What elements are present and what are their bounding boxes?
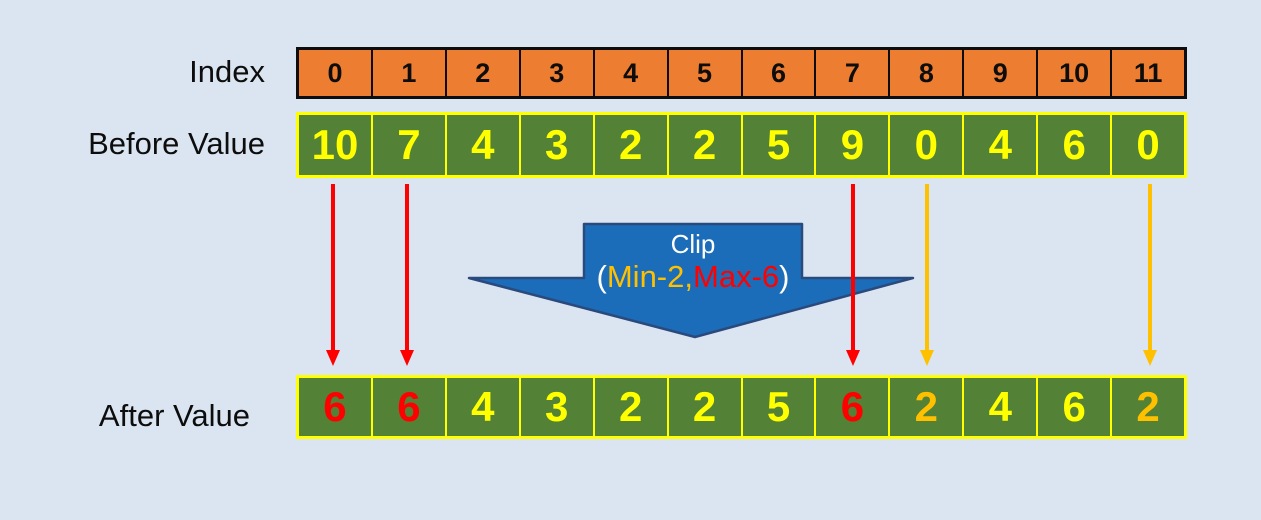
clip-down-arrow-shape	[467, 222, 915, 339]
before-value-cell: 9	[814, 115, 888, 175]
index-cell: 6	[740, 50, 815, 96]
before-value-cell: 4	[962, 115, 1036, 175]
before-value-cell: 3	[518, 115, 593, 175]
clip-label: Clip (Min-2,Max-6)	[533, 229, 853, 294]
value-mapping-arrow	[845, 184, 860, 366]
arrow-line	[331, 184, 336, 350]
arrow-line	[925, 184, 930, 350]
index-cell: 0	[327, 57, 343, 88]
arrow-head-icon	[920, 350, 935, 366]
index-cell: 7	[814, 50, 888, 96]
after-value-cell: 6	[1036, 378, 1110, 436]
arrow-head-icon	[326, 350, 341, 366]
index-cell: 10	[1036, 50, 1110, 96]
index-cell: 9	[962, 50, 1036, 96]
before-value-cell: 0	[1110, 115, 1184, 175]
value-mapping-arrow	[400, 184, 415, 366]
before-value-cell: 2	[592, 115, 667, 175]
after-value-cell: 5	[740, 378, 815, 436]
after-value-cell: 6	[814, 378, 888, 436]
clip-range-min: Min-2,	[606, 259, 693, 295]
index-cell: 1	[370, 50, 445, 96]
after-value-row-label: After Value	[98, 398, 250, 433]
index-row-label: Index	[189, 54, 265, 89]
clip-range-open-paren: (	[596, 259, 607, 295]
clip-range: (Min-2,Max-6)	[533, 261, 853, 294]
arrow-line	[850, 184, 855, 350]
after-value-cell: 2	[666, 378, 741, 436]
after-value-cell: 6	[323, 383, 347, 430]
index-cell: 11	[1110, 50, 1184, 96]
before-value-cell: 6	[1036, 115, 1110, 175]
arrow-head-icon	[845, 350, 860, 366]
after-value-cell: 3	[518, 378, 593, 436]
clip-title: Clip	[670, 229, 716, 259]
before-value-cell: 2	[666, 115, 741, 175]
after-value-cell: 2	[888, 378, 962, 436]
after-value-cell: 4	[962, 378, 1036, 436]
clip-range-max: Max-6	[693, 259, 780, 295]
index-cell: 4	[592, 50, 667, 96]
clip-range-close-paren: )	[779, 259, 790, 295]
value-mapping-arrow	[1142, 184, 1157, 366]
index-cell: 5	[666, 50, 741, 96]
after-value-cell: 4	[444, 378, 519, 436]
arrow-line	[405, 184, 410, 350]
arrow-line	[1147, 184, 1152, 350]
before-value-cell: 4	[444, 115, 519, 175]
index-cell: 2	[444, 50, 519, 96]
before-value-cell: 5	[740, 115, 815, 175]
index-cell: 8	[888, 50, 962, 96]
value-mapping-arrow	[920, 184, 935, 366]
after-value-cell: 2	[1110, 378, 1184, 436]
before-value-row-label: Before Value	[88, 126, 265, 161]
before-value-cell: 7	[370, 115, 445, 175]
arrow-head-icon	[1142, 350, 1157, 366]
after-value-cell: 6	[370, 378, 445, 436]
index-cell: 3	[518, 50, 593, 96]
value-mapping-arrow	[326, 184, 341, 366]
after-value-cell: 2	[592, 378, 667, 436]
before-value-cell: 10	[311, 121, 359, 168]
before-value-cell: 0	[888, 115, 962, 175]
arrow-head-icon	[400, 350, 415, 366]
